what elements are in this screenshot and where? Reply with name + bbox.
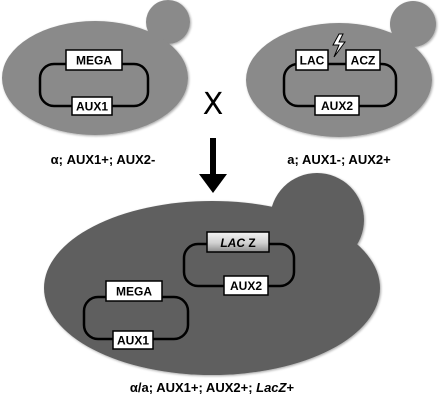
diploid-aux1-box: AUX1 xyxy=(112,330,154,350)
a-lac-label: LAC xyxy=(300,54,325,68)
alpha-cell-main xyxy=(2,21,188,135)
diploid-aux2-label: AUX2 xyxy=(230,279,262,293)
diploid-lacz-box: LAC Z xyxy=(206,231,270,253)
alpha-cell-body xyxy=(2,0,190,135)
alpha-mega-box: MEGA xyxy=(65,49,123,71)
diploid-mega-box: MEGA xyxy=(105,280,163,302)
lacz-italic-part: LAC xyxy=(220,236,245,250)
diploid-cell-main xyxy=(44,201,380,375)
cross-symbol: X xyxy=(203,87,224,122)
diploid-caption-main: α/a; AUX1+; AUX2+; xyxy=(130,380,256,395)
a-cell-main xyxy=(246,23,432,137)
alpha-mega-label: MEGA xyxy=(76,54,112,68)
diploid-cell-body xyxy=(44,173,380,375)
cross-x-icon: X xyxy=(203,87,224,122)
a-caption: a; AUX1-; AUX2+ xyxy=(287,152,391,167)
lacz-plain-part: Z xyxy=(245,236,256,250)
diploid-cell: LAC Z AUX2 MEGA AUX1 α/a; AUX1+; AUX2+; … xyxy=(44,173,380,395)
a-lac-box: LAC xyxy=(295,49,329,71)
a-acz-box: ACZ xyxy=(345,49,381,71)
a-acz-label: ACZ xyxy=(351,54,376,68)
a-aux2-label: AUX2 xyxy=(321,99,353,113)
diploid-lacz-label: LAC Z xyxy=(220,236,255,250)
diploid-caption: α/a; AUX1+; AUX2+; LacZ+ xyxy=(130,380,295,395)
a-aux2-box: AUX2 xyxy=(314,95,360,116)
lightning-break-icon xyxy=(332,33,346,58)
a-haploid-cell: LAC ACZ AUX2 a; AUX1-; AUX2+ xyxy=(246,1,436,167)
diploid-aux1-label: AUX1 xyxy=(117,334,149,348)
a-cell-body xyxy=(246,1,436,137)
alpha-aux1-box: AUX1 xyxy=(71,96,113,116)
alpha-cell-bud xyxy=(146,0,190,44)
alpha-caption: α; AUX1+; AUX2- xyxy=(51,152,156,167)
diploid-caption-tail: + xyxy=(286,380,294,395)
diploid-mega-label: MEGA xyxy=(116,285,152,299)
diploid-aux2-box: AUX2 xyxy=(223,275,269,296)
alpha-aux1-label: AUX1 xyxy=(76,100,108,114)
alpha-haploid-cell: MEGA AUX1 α; AUX1+; AUX2- xyxy=(2,0,190,167)
diploid-caption-lacz: LacZ xyxy=(256,380,287,395)
mating-arrow-icon xyxy=(199,138,227,193)
a-cell-bud xyxy=(390,1,436,47)
